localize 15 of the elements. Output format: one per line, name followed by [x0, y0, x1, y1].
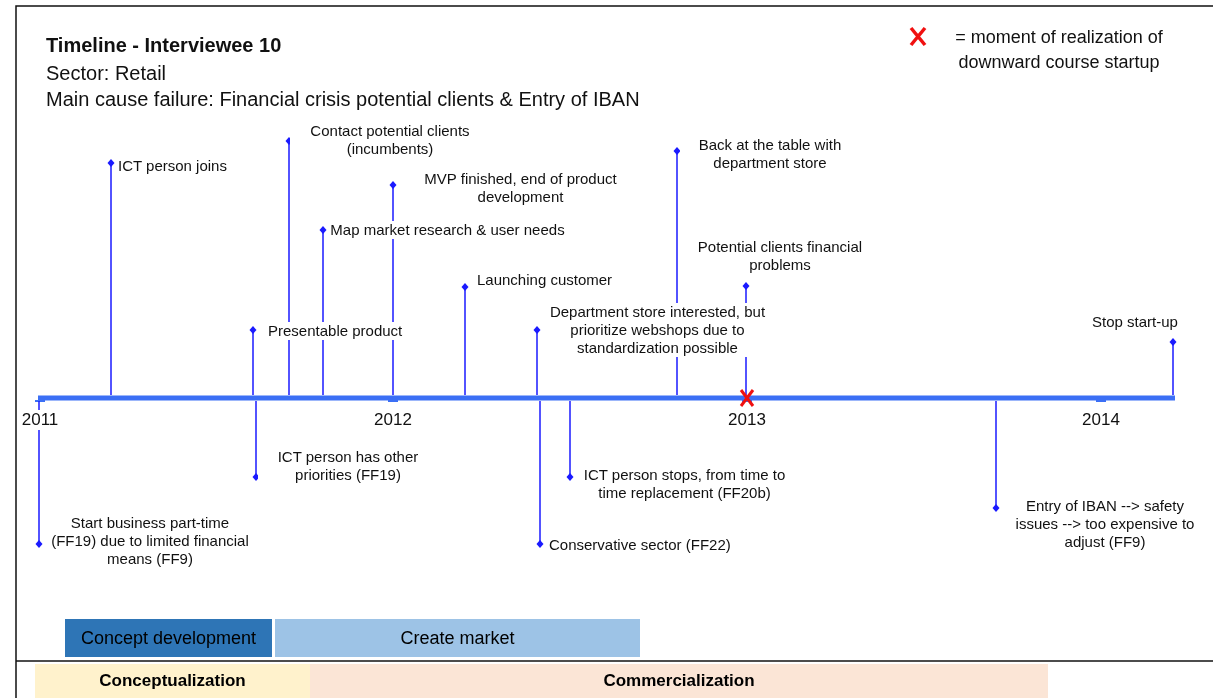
legend-text: = moment of realization of downward course startup [954, 26, 1164, 74]
event-label: Map market research & user needs [330, 221, 565, 239]
phase-bar [35, 664, 310, 698]
subtitle: Sector: Retail [46, 61, 167, 85]
event-label: ICT person stops, from time to time replacement (FF20b) [582, 466, 787, 502]
phase-label: Concept development [80, 627, 257, 649]
event-label: Start business part-time (FF19) due to limited financial means (FF9) [50, 514, 250, 568]
phase-label: Commercialization [603, 671, 755, 691]
phase-label: Create market [400, 627, 515, 649]
phase-label: Conceptualization [99, 671, 246, 691]
phase-bar [65, 619, 272, 657]
subtitle: Main cause failure: Financial crisis potential clients & Entry of IBAN [46, 87, 640, 111]
phase-bar [310, 664, 1048, 698]
phase-bar [275, 619, 640, 657]
title: Timeline - Interviewee 10 [46, 33, 282, 57]
